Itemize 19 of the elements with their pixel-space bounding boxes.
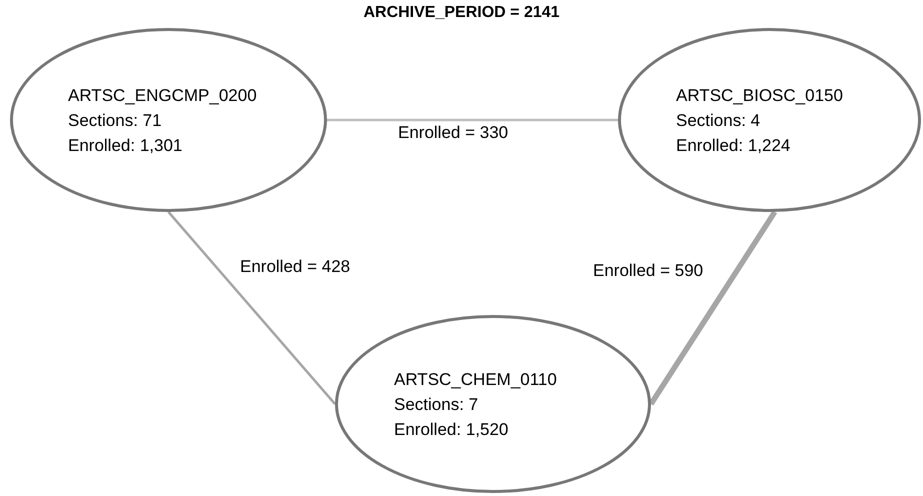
edge-label: Enrolled = 330 — [398, 123, 508, 143]
connector-line — [168, 211, 336, 405]
connector-line — [327, 118, 618, 122]
node-text: ARTSC_CHEM_0110 — [394, 368, 558, 390]
node-text: ARTSC_ENGCMP_0200 — [68, 84, 258, 106]
node-text: Enrolled: 1,301 — [68, 134, 184, 156]
course-ellipse — [335, 315, 651, 493]
edge-label: Enrolled = 590 — [593, 261, 704, 281]
diagram-title: ARCHIVE_PERIOD = 2141 — [362, 4, 561, 22]
course-ellipse — [618, 28, 921, 212]
edge-label: Enrolled = 428 — [240, 257, 350, 277]
node-text: Sections: 7 — [394, 394, 480, 416]
node-text: Enrolled: 1,520 — [394, 418, 510, 440]
node-text: Sections: 4 — [676, 110, 762, 132]
connector-line — [648, 210, 778, 406]
node-text: Sections: 71 — [68, 110, 163, 132]
node-text: Enrolled: 1,224 — [676, 134, 792, 156]
course-ellipse — [10, 28, 327, 212]
node-text: ARTSC_BIOSC_0150 — [676, 84, 844, 106]
